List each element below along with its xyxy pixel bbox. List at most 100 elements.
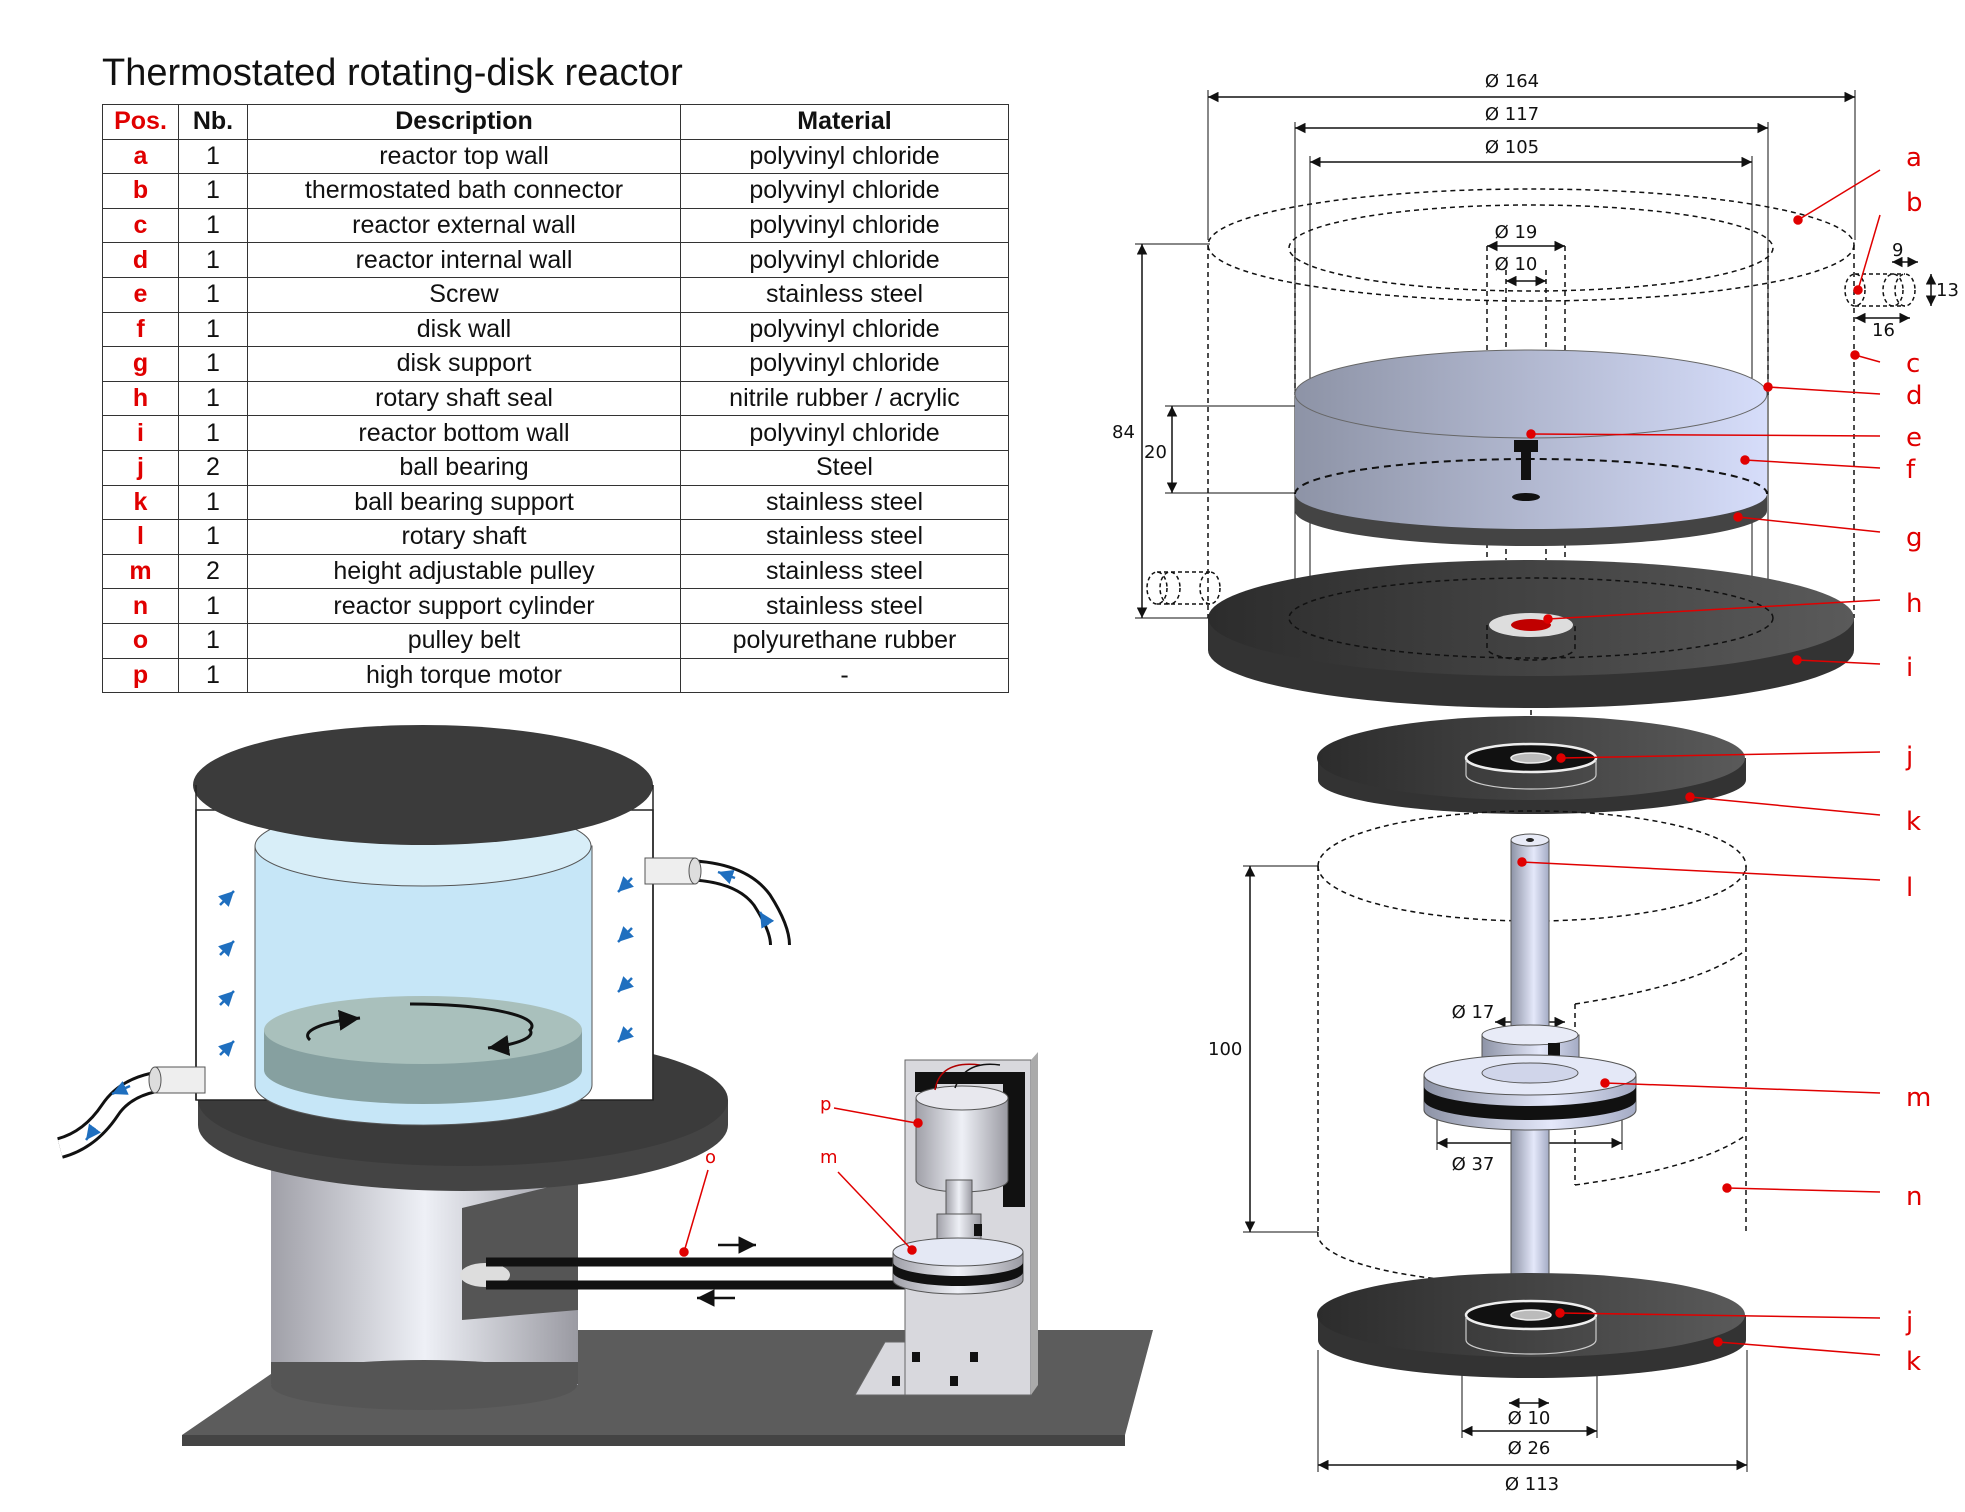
callout-labels: a b c d e f g h i j k l m n j k <box>1905 143 1931 1377</box>
assembly-view: p m o <box>56 725 1153 1446</box>
callout-h: h <box>1906 589 1922 619</box>
callout-n: n <box>1906 1182 1922 1212</box>
cell-description: rotary shaft <box>247 519 681 555</box>
dim-conn-l: 16 <box>1872 320 1895 341</box>
exploded-view: Ø 164 Ø 117 Ø 105 Ø 19 Ø 10 9 13 16 84 2… <box>1112 71 1959 1495</box>
cell-pos: i <box>102 415 179 451</box>
callout-f: f <box>1906 455 1916 485</box>
cell-material: polyvinyl chloride <box>680 207 1009 244</box>
callout-b: b <box>1906 188 1923 218</box>
callout-lines <box>1517 169 1881 1356</box>
cell-material: stainless steel <box>680 276 1009 313</box>
dim-conn-w: 9 <box>1892 240 1903 261</box>
assembly-callout-m: m <box>820 1147 838 1168</box>
cell-pos: g <box>102 346 179 382</box>
cell-pos: o <box>102 622 179 659</box>
cell-pos: p <box>102 657 179 694</box>
cell-pos: a <box>102 138 179 175</box>
callout-d: d <box>1906 381 1923 411</box>
dim-d10-bot: Ø 10 <box>1508 1408 1551 1429</box>
cell-material: polyvinyl chloride <box>680 173 1009 209</box>
assembly-callout-lines <box>679 1107 923 1257</box>
dim-h84: 84 <box>1112 422 1135 443</box>
cell-description: ball bearing support <box>247 484 681 521</box>
dim-d113: Ø 113 <box>1505 1474 1559 1495</box>
assembly-reactor <box>193 725 728 1191</box>
dim-d37: Ø 37 <box>1452 1154 1495 1175</box>
callout-e: e <box>1906 423 1922 453</box>
cell-count: 1 <box>178 622 248 659</box>
cell-material: polyurethane rubber <box>680 622 1009 659</box>
header-material: Material <box>680 104 1009 140</box>
reactor-bottom-wall <box>1208 560 1854 708</box>
callout-g: g <box>1906 523 1923 553</box>
callout-k-top: k <box>1906 807 1921 837</box>
cell-material: stainless steel <box>680 553 1009 590</box>
disk-assembly <box>1294 349 1768 546</box>
flow-arrows <box>218 876 634 1057</box>
hose-outlet <box>644 857 791 946</box>
callout-l: l <box>1906 873 1913 903</box>
callout-c: c <box>1906 349 1920 379</box>
bath-connector-lower <box>1146 571 1221 605</box>
cell-description: reactor internal wall <box>247 242 681 278</box>
cell-pos: e <box>102 276 179 313</box>
dim-h20: 20 <box>1144 442 1167 463</box>
cell-description: reactor external wall <box>247 207 681 244</box>
header-description: Description <box>247 104 681 140</box>
cell-count: 1 <box>178 207 248 244</box>
callout-j-bot: j <box>1905 1307 1913 1337</box>
callout-k-bot: k <box>1906 1347 1921 1377</box>
cell-count: 1 <box>178 657 248 694</box>
cell-pos: n <box>102 588 179 624</box>
cell-material: Steel <box>680 449 1009 486</box>
cell-pos: h <box>102 380 179 417</box>
cell-material: polyvinyl chloride <box>680 138 1009 175</box>
cell-pos: d <box>102 242 179 278</box>
bearing-support-top <box>1317 710 1746 814</box>
dim-d10-top: Ø 10 <box>1495 254 1538 275</box>
assembly-callout-o: o <box>705 1147 716 1168</box>
cell-count: 1 <box>178 173 248 209</box>
bearing-support-bottom <box>1317 1273 1746 1378</box>
cell-material: - <box>680 657 1009 694</box>
pulley-belt <box>486 1236 935 1307</box>
cell-count: 1 <box>178 588 248 624</box>
cell-count: 1 <box>178 519 248 555</box>
dimension-labels: Ø 164 Ø 117 Ø 105 Ø 19 Ø 10 9 13 16 84 2… <box>1112 71 1959 1495</box>
hose-inlet <box>56 1066 206 1159</box>
cell-material: polyvinyl chloride <box>680 415 1009 451</box>
assembly-callout-p: p <box>820 1094 831 1115</box>
cell-description: reactor top wall <box>247 138 681 175</box>
dim-d19: Ø 19 <box>1495 222 1538 243</box>
dim-h100: 100 <box>1208 1039 1242 1060</box>
dim-d164: Ø 164 <box>1485 71 1539 92</box>
header-pos: Pos. <box>102 104 179 140</box>
motor-p <box>892 1063 1024 1295</box>
cell-material: nitrile rubber / acrylic <box>680 380 1009 417</box>
cell-description: rotary shaft seal <box>247 380 681 417</box>
dim-d26: Ø 26 <box>1508 1438 1551 1459</box>
cell-material: stainless steel <box>680 519 1009 555</box>
cell-pos: k <box>102 484 179 521</box>
cell-count: 2 <box>178 449 248 486</box>
page-title: Thermostated rotating-disk reactor <box>102 52 683 94</box>
dim-d105: Ø 105 <box>1485 137 1539 158</box>
dimension-lines <box>1135 90 1937 1472</box>
cell-count: 1 <box>178 484 248 521</box>
